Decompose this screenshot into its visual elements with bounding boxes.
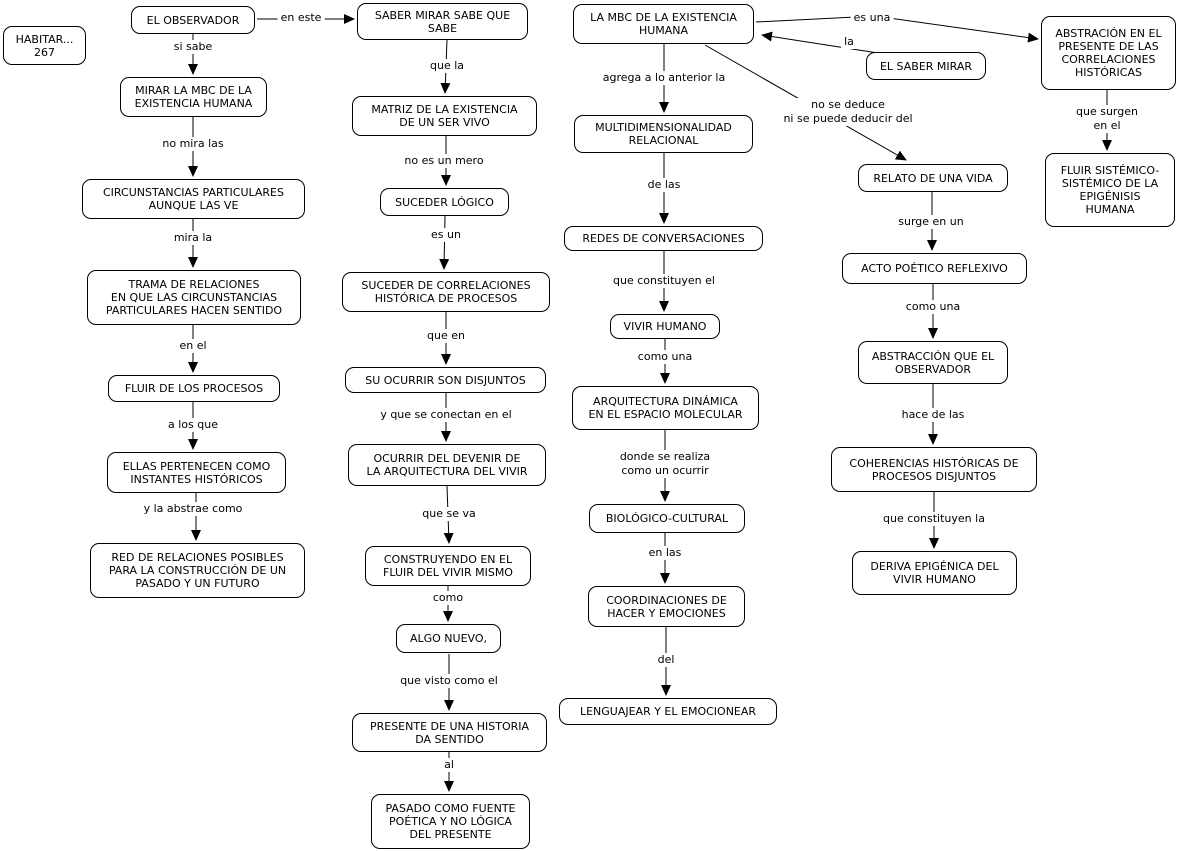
connector-arrow: [755, 15, 1039, 43]
concept-node-acto-poetico[interactable]: ACTO POÉTICO REFLEXIVO: [842, 253, 1027, 284]
concept-node-circunstancias[interactable]: CIRCUNSTANCIAS PARTICULARES AUNQUE LAS V…: [82, 179, 305, 219]
link-label-y-la-abstrae-como[interactable]: y la abstrae como: [140, 502, 246, 516]
concept-node-fluir-procesos[interactable]: FLUIR DE LOS PROCESOS: [108, 375, 280, 402]
concept-node-coherencias[interactable]: COHERENCIAS HISTÓRICAS DE PROCESOS DISJU…: [831, 447, 1037, 492]
link-label-a-los-que[interactable]: a los que: [165, 418, 221, 432]
link-label-es-una[interactable]: es una: [850, 11, 894, 25]
concept-node-ellas[interactable]: ELLAS PERTENECEN COMO INSTANTES HISTÓRIC…: [107, 452, 286, 493]
link-label-que-surgen-en-el[interactable]: que surgen en el: [1071, 105, 1143, 133]
concept-node-presente-historia[interactable]: PRESENTE DE UNA HISTORIA DA SENTIDO: [352, 713, 547, 752]
concept-node-vivir-humano[interactable]: VIVIR HUMANO: [610, 314, 720, 339]
concept-node-el-saber-mirar[interactable]: EL SABER MIRAR: [866, 52, 986, 80]
link-label-no-se-deduce[interactable]: no se deduce ni se puede deducir del: [780, 98, 916, 126]
concept-node-algo-nuevo[interactable]: ALGO NUEVO,: [396, 624, 501, 653]
concept-node-su-ocurrir[interactable]: SU OCURRIR SON DISJUNTOS: [345, 367, 546, 393]
link-label-al[interactable]: al: [441, 758, 457, 772]
link-label-que-visto-como-el[interactable]: que visto como el: [397, 674, 501, 688]
link-label-hace-de-las[interactable]: hace de las: [898, 408, 968, 422]
link-label-mira-la[interactable]: mira la: [170, 231, 216, 245]
concept-node-relato-vida[interactable]: RELATO DE UNA VIDA: [858, 164, 1008, 192]
link-label-donde-se-realiza[interactable]: donde se realiza como un ocurrir: [616, 450, 714, 478]
link-label-que-la[interactable]: que la: [426, 59, 468, 73]
link-label-en-el[interactable]: en el: [176, 339, 210, 353]
connector-arrow: [439, 215, 450, 270]
concept-node-coordinaciones[interactable]: COORDINACIONES DE HACER Y EMOCIONES: [588, 586, 745, 627]
link-label-como[interactable]: como: [429, 591, 467, 605]
link-label-en-este[interactable]: en este: [277, 11, 325, 25]
concept-node-saber-mirar-sabe[interactable]: SABER MIRAR SABE QUE SABE: [357, 3, 528, 40]
link-label-que-en[interactable]: que en: [424, 329, 468, 343]
concept-node-trama[interactable]: TRAMA DE RELACIONES EN QUE LAS CIRCUNSTA…: [87, 270, 301, 325]
concept-node-construyendo[interactable]: CONSTRUYENDO EN EL FLUIR DEL VIVIR MISMO: [365, 546, 531, 586]
concept-node-multidimensionalidad[interactable]: MULTIDIMENSIONALIDAD RELACIONAL: [574, 115, 753, 153]
link-label-si-sabe[interactable]: si sabe: [170, 40, 216, 54]
concept-node-mirar-mbc[interactable]: MIRAR LA MBC DE LA EXISTENCIA HUMANA: [120, 77, 267, 117]
concept-node-pasado-fuente[interactable]: PASADO COMO FUENTE POÉTICA Y NO LÓGICA D…: [371, 794, 530, 849]
link-label-la[interactable]: la: [841, 35, 857, 49]
link-label-surge-en-un[interactable]: surge en un: [895, 215, 967, 229]
concept-node-fluir-sistemico[interactable]: FLUIR SISTÉMICO- SISTÉMICO DE LA EPIGÉNI…: [1045, 153, 1175, 227]
concept-node-red-relaciones[interactable]: RED DE RELACIONES POSIBLES PARA LA CONST…: [90, 543, 305, 598]
concept-node-matriz[interactable]: MATRIZ DE LA EXISTENCIA DE UN SER VIVO: [352, 96, 537, 136]
concept-node-ocurrir-devenir[interactable]: OCURRIR DEL DEVENIR DE LA ARQUITECTURA D…: [348, 444, 546, 486]
concept-node-lenguajear[interactable]: LENGUAJEAR Y EL EMOCIONEAR: [559, 698, 777, 725]
link-label-no-mira-las[interactable]: no mira las: [159, 137, 227, 151]
concept-node-biologico-cultural[interactable]: BIOLÓGICO-CULTURAL: [589, 504, 745, 533]
link-label-es-un[interactable]: es un: [428, 228, 464, 242]
link-label-y-que-se-conectan-en-el[interactable]: y que se conectan en el: [377, 408, 515, 422]
connector-arrow: [761, 31, 879, 54]
concept-node-observador[interactable]: EL OBSERVADOR: [131, 6, 255, 34]
link-label-no-es-un-mero[interactable]: no es un mero: [401, 154, 487, 168]
concept-node-suceder-correlaciones[interactable]: SUCEDER DE CORRELACIONES HISTÓRICA DE PR…: [342, 272, 550, 312]
concept-node-deriva-epigenica[interactable]: DERIVA EPIGÉNICA DEL VIVIR HUMANO: [852, 551, 1017, 595]
concept-node-abstracion-presente[interactable]: ABSTRACIÓN EN EL PRESENTE DE LAS CORRELA…: [1041, 16, 1176, 90]
concept-node-abstraccion-observador[interactable]: ABSTRACCIÓN QUE EL OBSERVADOR: [858, 341, 1008, 384]
concept-node-habitar[interactable]: HABITAR... 267: [3, 26, 86, 65]
concept-node-arquitectura-dinamica[interactable]: ARQUITECTURA DINÁMICA EN EL ESPACIO MOLE…: [572, 386, 759, 430]
link-label-de-las[interactable]: de las: [644, 178, 684, 192]
link-label-agrega-a-lo-anterior-la[interactable]: agrega a lo anterior la: [599, 71, 729, 85]
link-label-que-constituyen-la[interactable]: que constituyen la: [880, 512, 988, 526]
link-label-del[interactable]: del: [654, 653, 678, 667]
link-label-que-constituyen-el[interactable]: que constituyen el: [610, 274, 718, 288]
concept-node-la-mbc[interactable]: LA MBC DE LA EXISTENCIA HUMANA: [573, 4, 754, 44]
concept-node-suceder-logico[interactable]: SUCEDER LÓGICO: [380, 188, 509, 216]
link-label-en-las[interactable]: en las: [645, 546, 685, 560]
link-label-que-se-va[interactable]: que se va: [419, 507, 479, 521]
link-label-como-una-vivir[interactable]: como una: [634, 350, 696, 364]
link-label-como-una-acto[interactable]: como una: [902, 300, 964, 314]
concept-node-redes-conversaciones[interactable]: REDES DE CONVERSACIONES: [564, 226, 763, 251]
